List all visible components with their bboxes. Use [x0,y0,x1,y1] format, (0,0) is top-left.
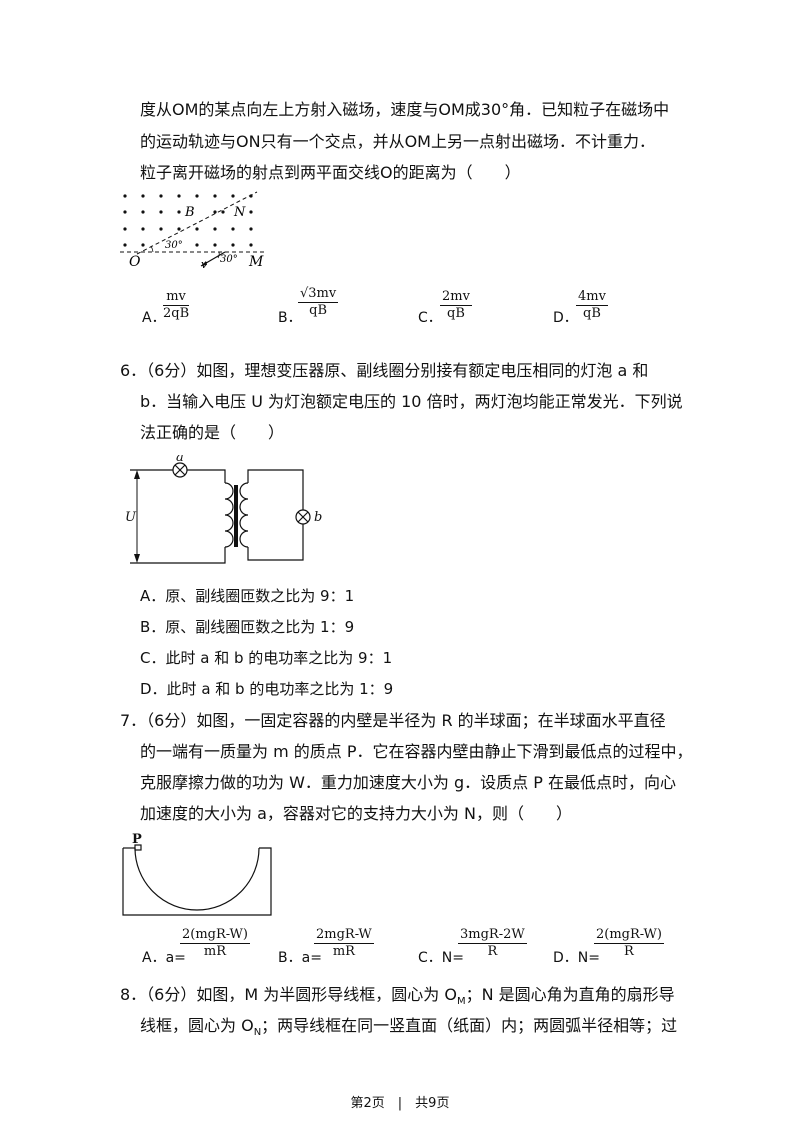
q7-option-b-letter[interactable]: B．a= [278,950,322,966]
q6-line-3: 法正确的是（ ） [140,423,285,442]
q8-line-1: 8．（6分）如图，M 为半圆形导线框，圆心为 OM；N 是圆心角为直角的扇形导 [120,985,675,1008]
q7-hemisphere-container: P [122,832,272,916]
label-O: O [129,254,141,270]
label-B: B [184,205,195,220]
label-P: P [132,832,142,847]
q7-line-3: 克服摩擦力做的功为 W．重力加速度大小为 g．设质点 P 在最低点时，向心 [140,773,676,792]
q5-option-a-letter[interactable]: A． [142,310,166,326]
q7-option-a-fraction[interactable]: 2(mgR-W)mR [180,927,250,959]
label-U: U [125,510,137,525]
q7-line-1: 7．（6分）如图，一固定容器的内壁是半径为 R 的半球面；在半球面水平直径 [120,711,666,730]
q6-option-a[interactable]: A．原、副线圈匝数之比为 9：1 [140,587,355,605]
q6-option-b[interactable]: B．原、副线圈匝数之比为 1：9 [140,618,355,636]
label-30b: 30° [220,254,238,265]
q7-line-2: 的一端有一质量为 m 的质点 P．它在容器内壁由静止下滑到最低点的过程中， [140,742,693,761]
label-v: v [201,258,208,271]
label-30a: 30° [165,240,183,251]
q5-line-3: 粒子离开磁场的射点到两平面交线O的距离为（ ） [140,163,521,182]
q7-option-a-letter[interactable]: A．a= [142,950,186,966]
q6-line-1: 6．（6分）如图，理想变压器原、副线圈分别接有额定电压相同的灯泡 a 和 [120,361,649,380]
q7-line-4: 加速度的大小为 a，容器对它的支持力大小为 N，则（ ） [140,804,572,823]
label-a: a [176,455,184,465]
q7-option-d-letter[interactable]: D．N= [553,950,600,966]
q6-option-c[interactable]: C．此时 a 和 b 的电功率之比为 9：1 [140,649,393,667]
sub-N: N [253,1027,262,1039]
q7-option-c-letter[interactable]: C．N= [418,950,464,966]
q5-option-d-letter[interactable]: D． [553,310,578,326]
q5-option-b-letter[interactable]: B． [278,310,302,326]
label-N: N [233,205,246,220]
q5-line-1: 度从OM的某点向左上方射入磁场，速度与OM成30°角．已知粒子在磁场中 [140,100,670,119]
field-dots [123,194,253,247]
label-M: M [248,254,264,270]
q6-line-2: b．当输入电压 U 为灯泡额定电压的 10 倍时，两灯泡均能正常发光．下列说 [140,392,683,411]
q6-option-d[interactable]: D．此时 a 和 b 的电功率之比为 1：9 [140,680,394,698]
q5-magnetic-field-figure: 30° 30° B N O M v [120,191,265,271]
q6-transformer-circuit: U a b [125,455,322,564]
q8-line-2: 线框，圆心为 ON；两导线框在同一竖直面（纸面）内；两圆弧半径相等；过 [140,1016,678,1039]
q5-option-c-letter[interactable]: C． [418,310,442,326]
sub-M: M [456,996,466,1008]
page-footer: 第2页 | 共9页 [350,1096,450,1111]
label-b: b [314,510,322,525]
q7-option-d-fraction[interactable]: 2(mgR-W)R [594,927,664,959]
q5-line-2: 的运动轨迹与ON只有一个交点，并从OM上另一点射出磁场．不计重力． [140,132,655,151]
